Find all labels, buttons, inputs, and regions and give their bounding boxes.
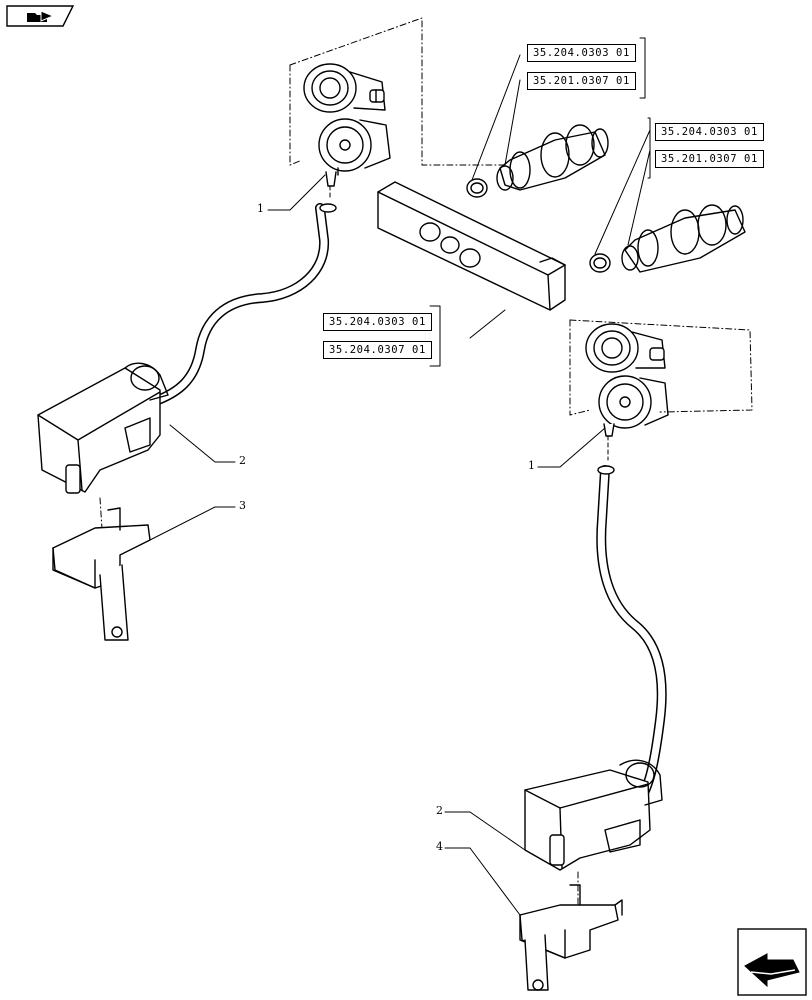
round-connector-upper-left <box>303 63 386 113</box>
leader-3-left <box>149 506 236 541</box>
next-page-arrow-icon[interactable] <box>737 928 807 996</box>
leader-2-left <box>169 424 236 463</box>
bracket-right <box>519 884 623 991</box>
hose-stub-right <box>603 423 615 437</box>
dashed-outline-top <box>289 17 506 166</box>
round-connector-lower-left <box>318 118 391 176</box>
callout-2-right: 2 <box>436 804 443 817</box>
callout-1-left: 1 <box>257 202 264 215</box>
ref-box-b1[interactable]: 35.204.0303 01 <box>655 123 764 141</box>
callout-2-left: 2 <box>239 454 246 467</box>
hose-stub-left <box>325 171 337 187</box>
ref-box-c1[interactable]: 35.204.0303 01 <box>323 313 432 331</box>
ref-box-a2[interactable]: 35.201.0307 01 <box>527 72 636 90</box>
ref-group-c-bracket <box>429 305 441 367</box>
round-connector-upper-right <box>585 323 666 373</box>
adapter-block <box>377 181 566 311</box>
dashed-outline-right <box>569 319 753 416</box>
leader-2-right <box>444 811 526 851</box>
ref-group-a-bracket <box>639 37 646 99</box>
seal-ring-upper <box>466 178 488 198</box>
round-connector-lower-right <box>598 375 669 429</box>
housing-box-left <box>37 362 169 494</box>
leader-1-right <box>537 427 606 468</box>
ref-box-a1[interactable]: 35.204.0303 01 <box>527 44 636 62</box>
quick-coupler-lower <box>621 204 746 273</box>
folder-arrow-icon[interactable] <box>5 4 75 28</box>
bracket-left <box>52 507 151 641</box>
leader-4-right <box>444 847 521 916</box>
leader-1-left <box>267 174 326 211</box>
ref-box-c2[interactable]: 35.204.0307 01 <box>323 341 432 359</box>
ref-box-b2[interactable]: 35.201.0307 01 <box>655 150 764 168</box>
seal-ring-lower <box>589 253 611 273</box>
callout-4-right: 4 <box>436 840 443 853</box>
quick-coupler-upper <box>496 124 609 191</box>
housing-box-right <box>524 759 663 871</box>
callout-1-right: 1 <box>528 459 535 472</box>
callout-3-left: 3 <box>239 499 246 512</box>
ref-group-b-bracket <box>647 117 651 179</box>
